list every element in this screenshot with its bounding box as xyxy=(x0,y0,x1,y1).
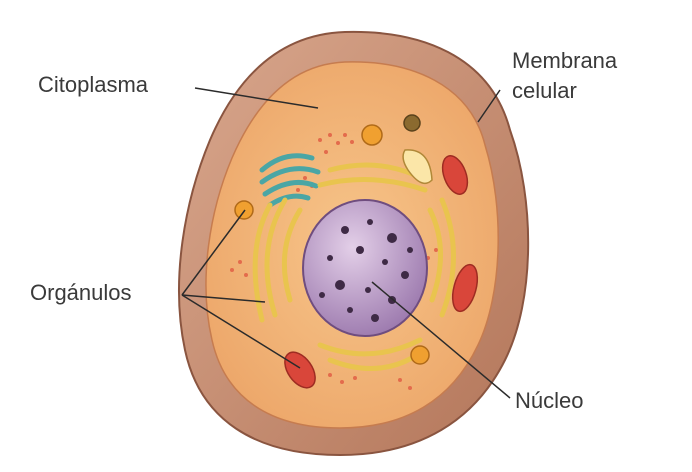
organelle-lysosome xyxy=(234,200,254,220)
leader-lines xyxy=(181,87,511,399)
label-organulos: Orgánulos xyxy=(30,280,132,305)
organelle-vesicle xyxy=(361,124,383,146)
membrana-line xyxy=(477,89,501,123)
cytoplasm-speckles xyxy=(230,133,438,390)
label-nucleo: Núcleo xyxy=(515,388,584,413)
nucleus xyxy=(302,199,428,337)
organulos-line-3 xyxy=(181,294,301,369)
mitochondria xyxy=(284,155,479,389)
organulos-line-1 xyxy=(181,209,246,296)
organelle-vacuole xyxy=(402,149,433,185)
label-citoplasma: Citoplasma xyxy=(38,72,149,97)
citoplasma-line xyxy=(194,87,319,109)
organulos-line-2 xyxy=(181,294,266,303)
label-membrana-line1: Membrana xyxy=(512,48,618,73)
organelle-lysosome-2 xyxy=(410,345,430,365)
nucleo-line xyxy=(371,281,511,399)
endoplasmic-reticulum xyxy=(252,162,456,371)
golgi-apparatus xyxy=(259,153,321,208)
label-membrana-line2: celular xyxy=(512,78,577,103)
organelle-centrosome xyxy=(403,114,421,132)
